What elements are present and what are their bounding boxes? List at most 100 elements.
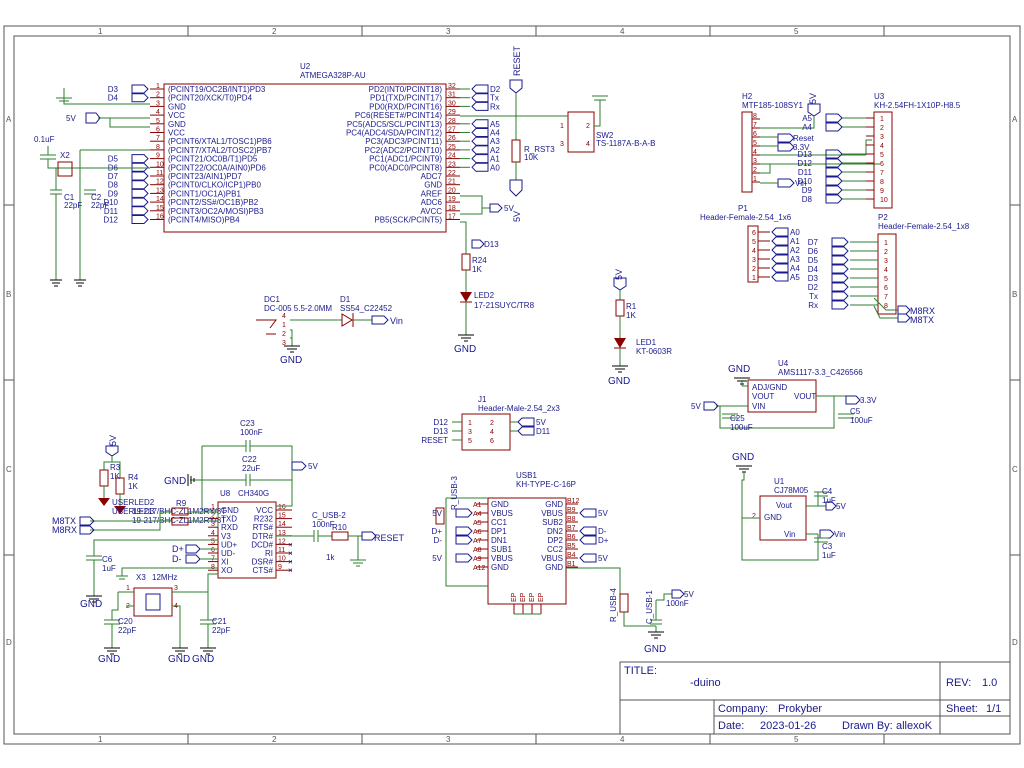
x3-part: 12MHz bbox=[152, 573, 177, 582]
r4-ref: R4 bbox=[128, 473, 139, 482]
u2-left-pin-number: 13 bbox=[156, 187, 164, 194]
usb-right-net-flag bbox=[579, 553, 597, 563]
drawn-by-label: Drawn By: bbox=[842, 720, 893, 732]
j1-left-pin-number: 1 bbox=[468, 420, 472, 427]
u4-regulator: GND U4 AMS1117-3.3_C426566 ADJ/GND VOUT … bbox=[691, 359, 877, 432]
p1-pin-number: 6 bbox=[752, 230, 756, 237]
ch340-left-pin-name: XI bbox=[221, 558, 229, 567]
u2-right-pin-number: 17 bbox=[448, 214, 456, 221]
usb-left-pin-name: DN1 bbox=[491, 536, 508, 545]
usb-left-pin-name: SUB1 bbox=[491, 545, 512, 554]
h2-vin: Vin bbox=[795, 179, 806, 188]
ch340-left-pin-number: 1 bbox=[211, 504, 215, 511]
usb-right-net-flag bbox=[579, 526, 597, 536]
r4-value: 1K bbox=[128, 482, 138, 491]
u2-left-net-label-flag bbox=[131, 197, 149, 207]
p2-net-label-flag bbox=[831, 273, 849, 283]
u3-pin-number: 5 bbox=[880, 152, 884, 159]
h2-reset: Reset bbox=[793, 134, 815, 143]
usb-right-pin-name: VBUS bbox=[541, 509, 563, 518]
u3-pin-number: 3 bbox=[880, 134, 884, 141]
dc-pin-3: 3 bbox=[282, 340, 286, 347]
u2-right-net-label-flag bbox=[471, 136, 489, 146]
u2-left-net-label: D5 bbox=[108, 155, 119, 164]
usb-right-net: D+ bbox=[598, 536, 609, 545]
p2-part: Header-Female-2.54_1x8 bbox=[878, 222, 970, 231]
p2-net-label: D5 bbox=[808, 256, 819, 265]
h2-3v3: 3.3V bbox=[793, 143, 810, 152]
u2-right-net-label: A3 bbox=[490, 137, 500, 146]
p1-ref: P1 bbox=[738, 204, 748, 213]
c22-ref: C22 bbox=[242, 455, 257, 464]
c6-ref: C6 bbox=[102, 555, 113, 564]
u4-3v3: 3.3V bbox=[860, 396, 877, 405]
p2-ref: P2 bbox=[878, 213, 888, 222]
userled2-ref: USERLED2 bbox=[112, 498, 155, 507]
led1-r-ref: R1 bbox=[626, 302, 637, 311]
p2-net-label: Tx bbox=[809, 292, 818, 301]
u2-left-pin-name: VCC bbox=[168, 111, 185, 120]
u1-gndpin: GND bbox=[764, 513, 782, 522]
p1-net-label: A0 bbox=[790, 228, 800, 237]
usb-right-pin-number: B7 bbox=[567, 525, 576, 532]
u2-ref: U2 bbox=[300, 62, 311, 71]
dc-pin-1: 1 bbox=[282, 322, 286, 329]
u2-right-pin-number: 26 bbox=[448, 135, 456, 142]
u2-left-net-label-flag bbox=[131, 154, 149, 164]
dc-vin: Vin bbox=[390, 316, 403, 326]
c20-gnd: GND bbox=[98, 654, 120, 665]
c20-ref: C20 bbox=[118, 617, 133, 626]
u2-left-pin-name: (PCINT23/AIN1)PD7 bbox=[168, 172, 242, 181]
u2-right-pin-name: PC2(ADC2/PCINT10) bbox=[365, 146, 443, 155]
u2-left-net-label-flag bbox=[131, 206, 149, 216]
ch340-right-pin-name: R232 bbox=[254, 515, 274, 524]
u2-left-pin-number: 10 bbox=[156, 161, 164, 168]
u3-ref: U3 bbox=[874, 92, 885, 101]
u2-left-net-label: D3 bbox=[108, 85, 119, 94]
u2-left-pin-number: 5 bbox=[156, 118, 160, 125]
u2-left-net-label-flag bbox=[131, 162, 149, 172]
frame-row-c: C bbox=[6, 465, 12, 474]
ch340-right-pin-number: 13 bbox=[278, 530, 286, 537]
usb-left-net-flag bbox=[455, 508, 473, 518]
usb-left-net-flag bbox=[455, 535, 473, 545]
u3-net-label: D10 bbox=[797, 177, 812, 186]
usb-right-pin-number: B12 bbox=[567, 498, 580, 505]
ch340-right-pin-name: RTS# bbox=[253, 523, 274, 532]
company-value: Prokyber bbox=[778, 703, 822, 715]
u2-right-pins: 32PD2(INT0/PCINT18)D231PD1(TXD/PCINT17)T… bbox=[346, 83, 501, 225]
frame-col-1-bottom: 1 bbox=[98, 735, 103, 744]
p1-net-label-flag bbox=[771, 254, 789, 264]
u3-net-label-flag bbox=[825, 149, 843, 159]
p1-pin-number: 3 bbox=[752, 257, 756, 264]
ch340-right-pin-number: 15 bbox=[278, 513, 286, 520]
u3-pin-number: 6 bbox=[880, 161, 884, 168]
user-leds: 5V R3 1K R4 1K USERLED2 USERLED3 19-217/… bbox=[52, 435, 226, 535]
usb-left-pin-number: A1 bbox=[473, 502, 482, 509]
c25-value: 100uF bbox=[730, 423, 753, 432]
p1-pin-number: 2 bbox=[752, 266, 756, 273]
u2-right-pin-name: ADC6 bbox=[421, 198, 443, 207]
u2-right-pin-name: PD0(RXD/PCINT16) bbox=[369, 102, 442, 111]
u2-right-pin-number: 24 bbox=[448, 153, 456, 160]
c23-ref: C23 bbox=[240, 419, 255, 428]
u2-left-pin-name: (PCINT7/XTAL2/TOSC2)PB7 bbox=[168, 146, 272, 155]
ch340-right-pin-name: DSR# bbox=[252, 558, 274, 567]
p2-m8tx: M8TX bbox=[910, 315, 934, 325]
frame-col-5-bottom: 5 bbox=[794, 735, 799, 744]
u2-right-pin-number: 21 bbox=[448, 179, 456, 186]
p2-net-label-flag bbox=[831, 291, 849, 301]
u2-left-pin-number: 4 bbox=[156, 109, 160, 116]
led1-r-value: 1K bbox=[626, 311, 636, 320]
c5-ref: C5 bbox=[850, 407, 861, 416]
u2-right-net-label-flag bbox=[471, 154, 489, 164]
u2-left-pin-number: 2 bbox=[156, 92, 160, 99]
ch340-right-pin-number: 10 bbox=[278, 556, 286, 563]
r10-ref: R10 bbox=[332, 523, 347, 532]
c22-value: 22uF bbox=[242, 464, 260, 473]
frame-col-2-bottom: 2 bbox=[272, 735, 277, 744]
frame-col-5: 5 bbox=[794, 27, 799, 36]
date-label: Date: bbox=[718, 720, 744, 732]
